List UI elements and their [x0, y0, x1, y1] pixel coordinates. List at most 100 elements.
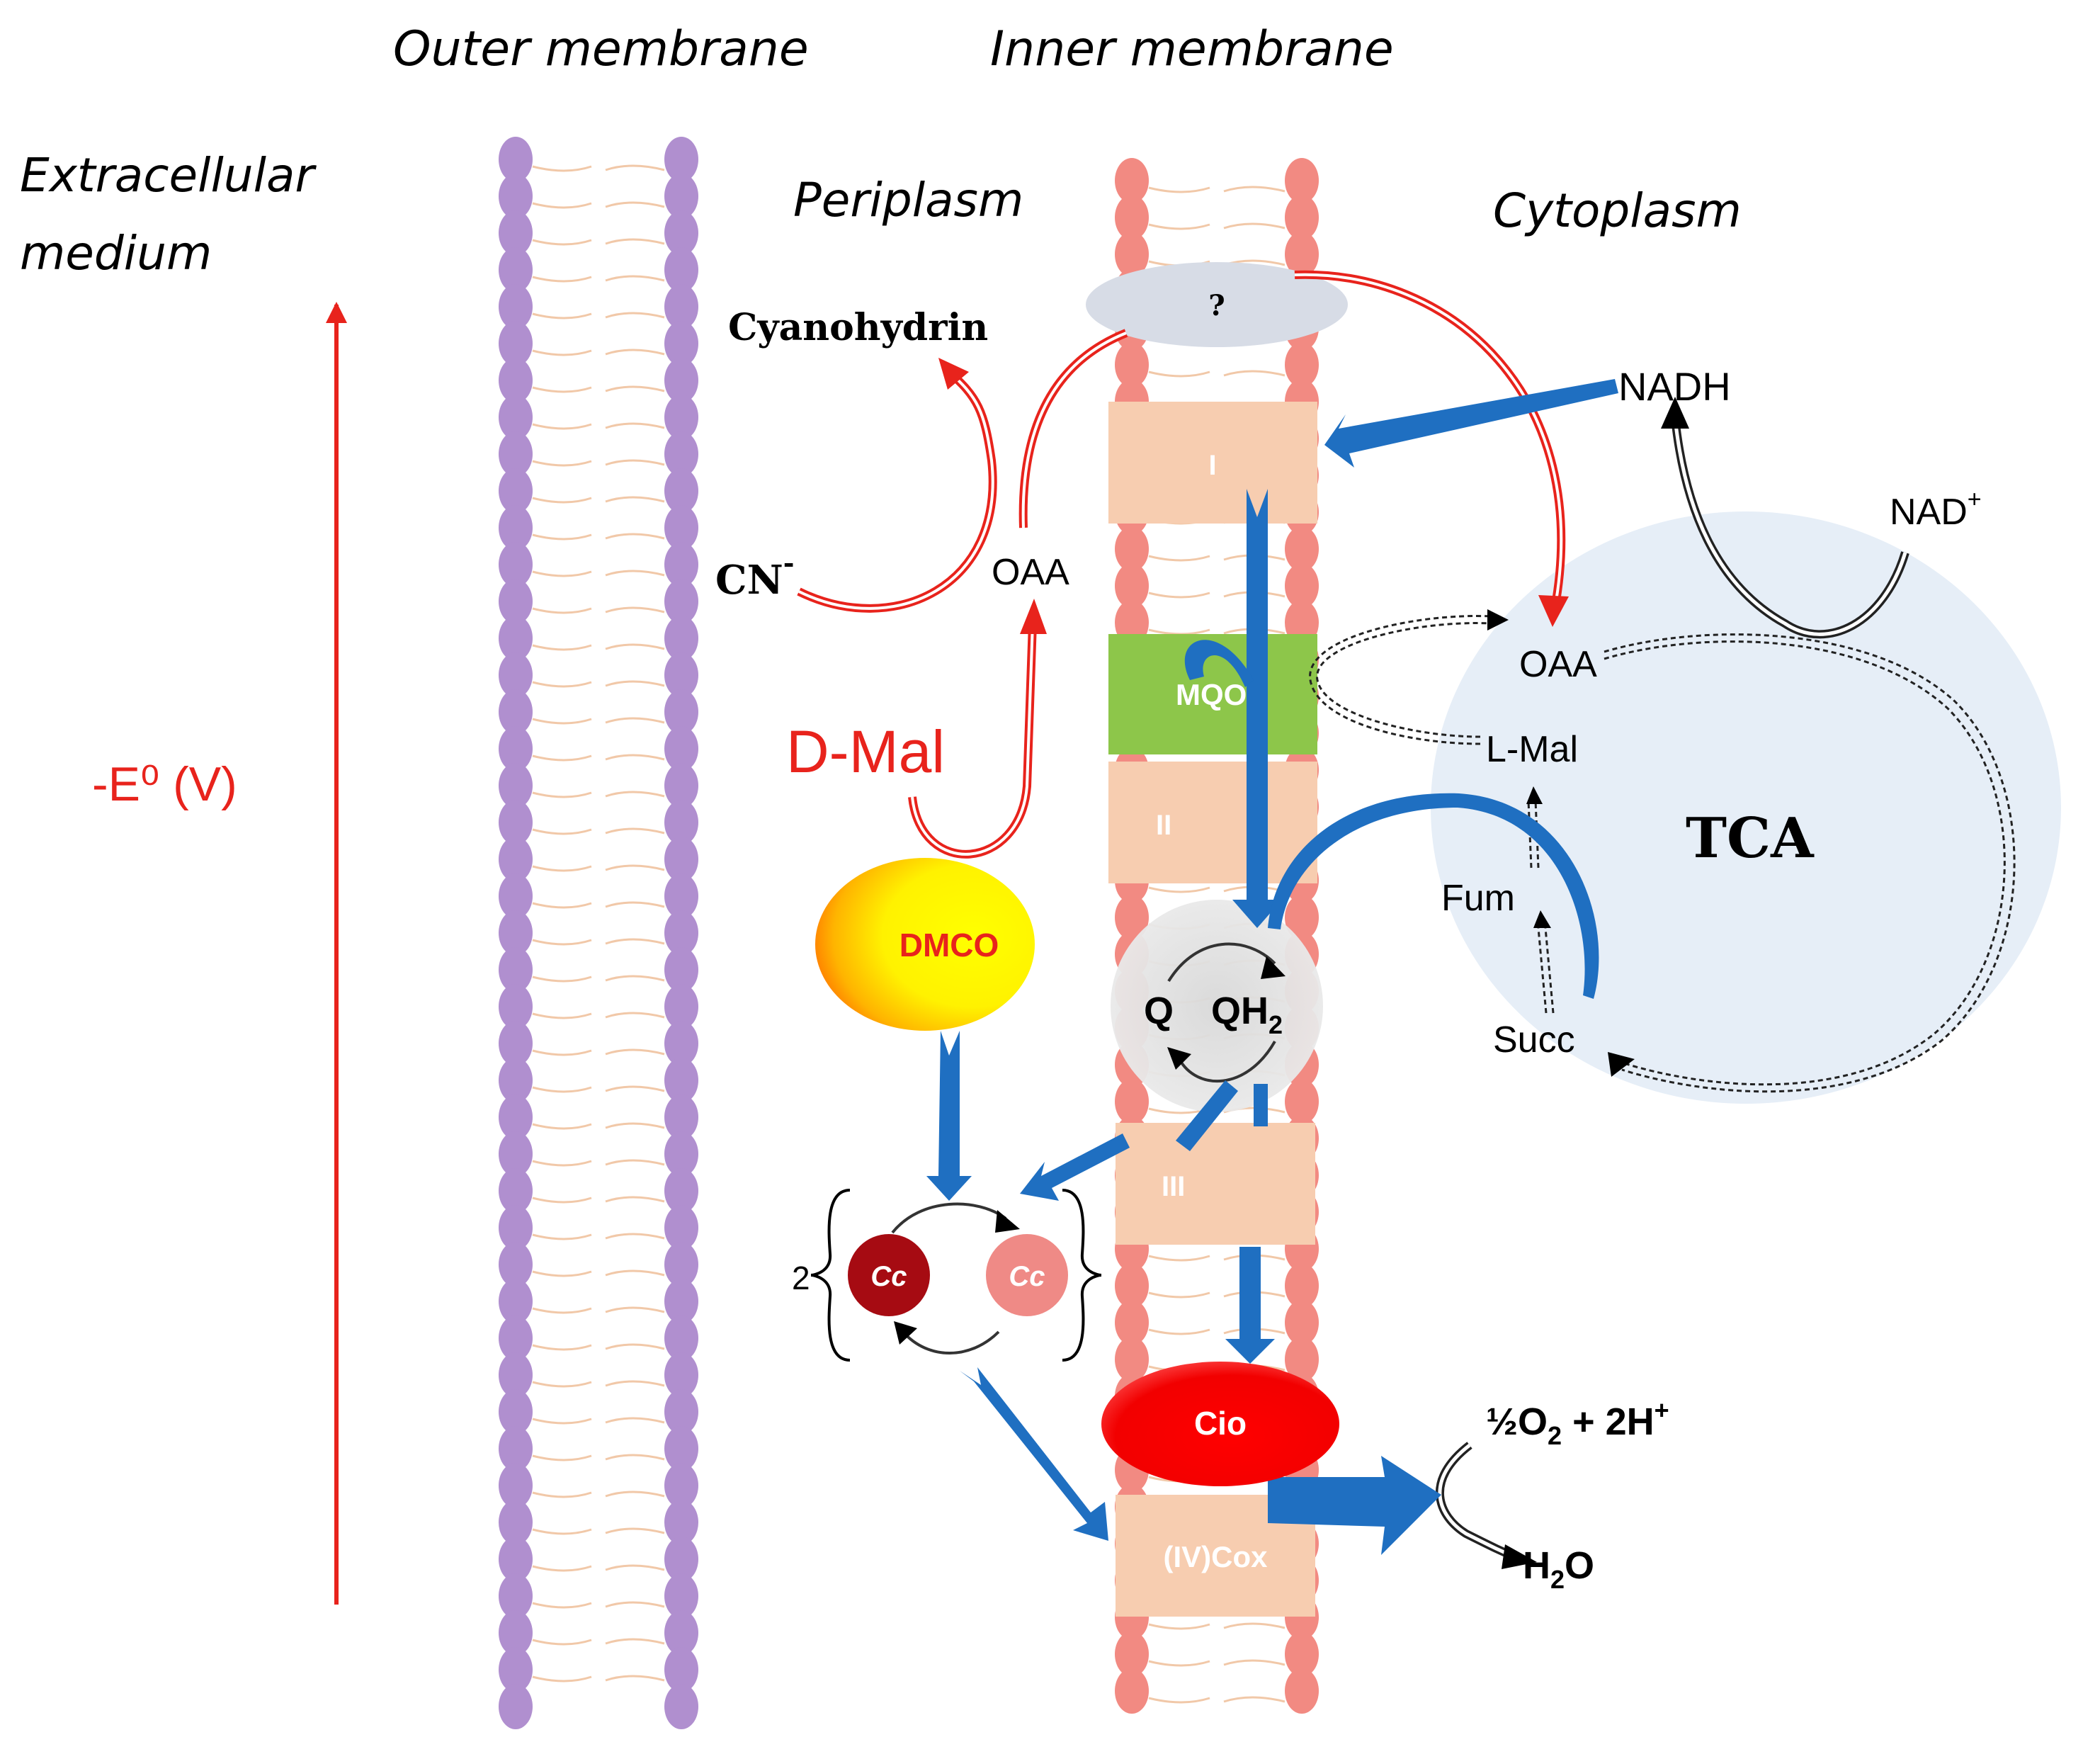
extracellular-label-line1: Extracellular	[20, 148, 317, 203]
cytoplasm-label: Cytoplasm	[1493, 183, 1742, 238]
lipid-head	[1115, 195, 1149, 240]
lipid-head	[499, 284, 533, 329]
lipid-head	[499, 726, 533, 771]
lipid-tail	[532, 1048, 665, 1056]
cyanide-label-text: CN	[715, 557, 783, 604]
complex-i-label: I	[1208, 450, 1216, 481]
lipid-head	[664, 1610, 698, 1656]
lipid-head	[499, 1058, 533, 1103]
q-label: Q	[1144, 990, 1174, 1032]
lipid-head	[664, 873, 698, 919]
succ-to-fum-arrowhead	[1533, 910, 1551, 928]
lipid-head	[1285, 526, 1319, 572]
lipid-head	[664, 1205, 698, 1250]
lipid-head	[664, 1352, 698, 1398]
lipid-tail	[1148, 370, 1285, 378]
lipid-head	[499, 247, 533, 293]
lipid-head	[499, 1205, 533, 1250]
lipid-head	[664, 837, 698, 882]
oxygen-protons: + 2H	[1562, 1401, 1655, 1443]
lipid-tail	[532, 938, 665, 946]
lipid-tail	[532, 1454, 665, 1461]
cn-to-cyanohydrin-arrowhead	[938, 358, 969, 390]
lipid-head	[499, 542, 533, 587]
water-h: H	[1523, 1544, 1550, 1587]
lipid-head	[499, 1131, 533, 1177]
lipid-head	[499, 689, 533, 735]
cytochrome-c-reduced	[986, 1234, 1068, 1316]
lipid-head	[499, 1426, 533, 1471]
lipid-tail	[532, 1380, 665, 1388]
lipid-head	[664, 579, 698, 624]
lipid-tail	[532, 349, 665, 356]
lipid-tail	[532, 1564, 665, 1572]
outer-membrane-label: Outer membrane	[393, 21, 809, 77]
lipid-head	[664, 616, 698, 661]
lipid-head	[499, 1279, 533, 1324]
lipid-tail	[532, 275, 665, 283]
lipid-head	[499, 137, 533, 182]
lipid-head	[1115, 232, 1149, 277]
tca-to-succ-arrowhead	[1608, 1052, 1635, 1077]
lipid-head	[664, 431, 698, 477]
lipid-head	[664, 1500, 698, 1545]
lipid-head	[499, 395, 533, 440]
lipid-tail	[1148, 186, 1285, 193]
electron-flow	[926, 379, 1618, 1555]
lipid-tail	[1148, 1328, 1285, 1335]
lipid-tail	[532, 901, 665, 909]
lipid-head	[1285, 1631, 1319, 1677]
cio-label: Cio	[1194, 1405, 1247, 1442]
cytochrome-c-cycle-arrows	[891, 1202, 1007, 1354]
lipid-head	[664, 763, 698, 808]
lipid-head	[499, 210, 533, 256]
unknown-transporter-label: ?	[1208, 289, 1225, 322]
qh2-to-q-arrowhead	[1167, 1047, 1191, 1070]
lipid-tail	[532, 1417, 665, 1425]
oxygen-reduction-arrow	[1436, 1442, 1537, 1569]
lipid-tail	[532, 1012, 665, 1019]
lipid-tail	[532, 643, 665, 651]
lipid-head	[499, 763, 533, 808]
qh2-label: QH2	[1211, 990, 1283, 1039]
complex-ii-label: II	[1156, 810, 1171, 841]
cytochrome-c-count: 2	[792, 1260, 810, 1296]
lipid-head	[1115, 1337, 1149, 1382]
lipid-head	[664, 468, 698, 514]
lipid-head	[499, 873, 533, 919]
lipid-tail	[532, 533, 665, 541]
lipid-tail	[532, 164, 665, 172]
quinone-cycle-arrows	[1167, 942, 1276, 1083]
lipid-head	[664, 284, 698, 329]
lipid-head	[664, 1131, 698, 1177]
lipid-tail	[532, 201, 665, 209]
cytochrome-c-oxidized	[848, 1234, 930, 1316]
lipid-head	[499, 358, 533, 403]
qh2-label-text: QH	[1211, 990, 1268, 1032]
cytochrome-c-right-brace	[1062, 1189, 1102, 1362]
lipid-head	[499, 1352, 533, 1398]
lipid-tail	[532, 1527, 665, 1535]
lipid-head	[1115, 158, 1149, 203]
water-o: O	[1565, 1544, 1594, 1587]
d-mal-label: D-Mal	[786, 718, 945, 785]
oxygen-subscript: 2	[1548, 1421, 1562, 1450]
complex-iii-box	[1116, 1123, 1315, 1245]
lipid-head	[664, 1279, 698, 1324]
lipid-head	[664, 505, 698, 550]
dmco-label: DMCO	[899, 927, 999, 963]
lipid-head	[499, 1684, 533, 1729]
lipid-tail	[532, 606, 665, 614]
dmco-enzyme	[815, 858, 1035, 1031]
lipid-head	[664, 947, 698, 992]
lipid-tail	[532, 864, 665, 872]
cyanide-label: CN-	[715, 547, 795, 604]
lipid-head	[499, 1316, 533, 1361]
lipid-head	[499, 174, 533, 219]
lipid-head	[499, 984, 533, 1029]
lipid-head	[1115, 1668, 1149, 1714]
lipid-head	[664, 984, 698, 1029]
lipid-head	[499, 505, 533, 550]
nad-charge: +	[1968, 486, 1982, 513]
lipid-tail	[532, 459, 665, 467]
